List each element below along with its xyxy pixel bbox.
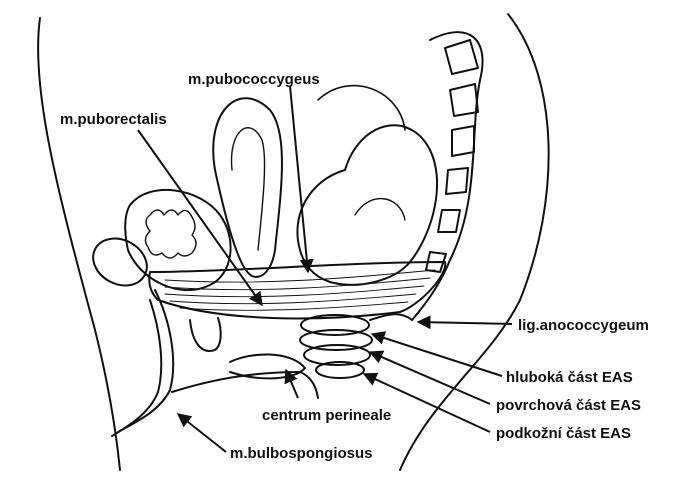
- vertebra-5: [438, 210, 460, 232]
- label-bulbospongiosus: m.bulbospongiosus: [230, 446, 373, 461]
- bladder-wall-wavy: [145, 210, 196, 258]
- perineal-body: [230, 354, 305, 378]
- leader-bulbospongiosus: [178, 414, 226, 452]
- label-pubococcygeus: m.pubococcygeus: [188, 72, 320, 87]
- label-centrum-perineale: centrum perineale: [262, 408, 391, 423]
- label-anococcygeum: lig.anococcygeum: [518, 318, 649, 333]
- leader-anococcygeum: [418, 322, 512, 324]
- label-hluboka-cast-eas: hluboká část EAS: [506, 370, 633, 385]
- vertebra-4: [446, 168, 468, 194]
- sigmoid: [318, 86, 405, 130]
- vertebra-3: [452, 126, 474, 156]
- uterus-inner: [232, 128, 265, 250]
- pubic-bone: [85, 229, 155, 294]
- levator-fibers: [165, 270, 435, 310]
- vertebra-2: [450, 84, 478, 116]
- label-povrchova-cast-eas: povrchová část EAS: [496, 398, 641, 413]
- external-anal-sphincter: [300, 315, 372, 378]
- vaginal-canal: [190, 318, 221, 351]
- leader-povrchova: [370, 352, 490, 404]
- rectum: [297, 125, 437, 284]
- leader-puborectalis: [138, 130, 262, 305]
- vertebra-1: [445, 40, 478, 74]
- body-front-outline: [38, 18, 120, 470]
- rectum-fold: [355, 199, 405, 220]
- label-podkozni-cast-eas: podkožní část EAS: [496, 426, 631, 441]
- label-puborectalis: m.puborectalis: [60, 112, 167, 127]
- bulbospongiosus-muscle-2: [112, 300, 161, 436]
